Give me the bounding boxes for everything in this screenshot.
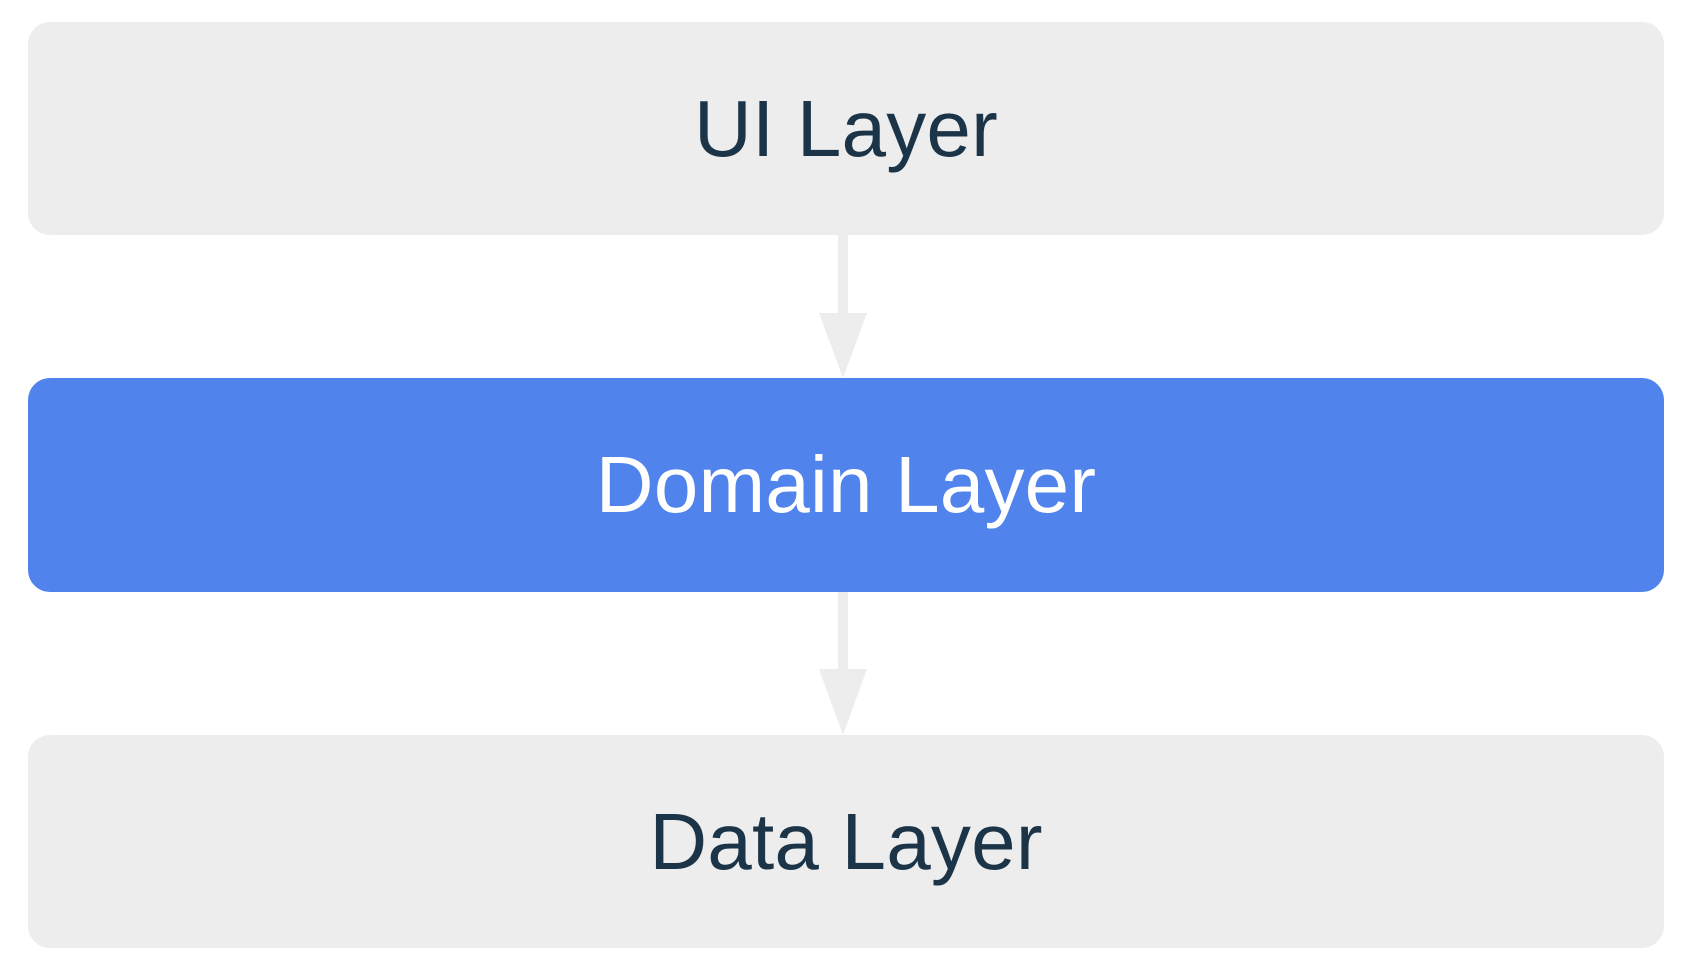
arrow-head-icon <box>819 313 867 378</box>
node-data-layer[interactable]: Data Layer <box>28 735 1664 948</box>
node-data-layer-label: Data Layer <box>649 796 1043 886</box>
node-ui-layer-label: UI Layer <box>694 83 998 173</box>
node-ui-layer[interactable]: UI Layer <box>28 22 1664 235</box>
arrow-shaft <box>838 235 848 315</box>
arrow-domain-to-data <box>819 592 867 735</box>
arrow-shaft <box>838 592 848 670</box>
node-domain-layer-label: Domain Layer <box>595 440 1097 529</box>
arrow-head-icon <box>819 669 867 735</box>
node-domain-layer[interactable]: Domain Layer <box>28 378 1664 592</box>
arrow-ui-to-domain <box>819 235 867 378</box>
